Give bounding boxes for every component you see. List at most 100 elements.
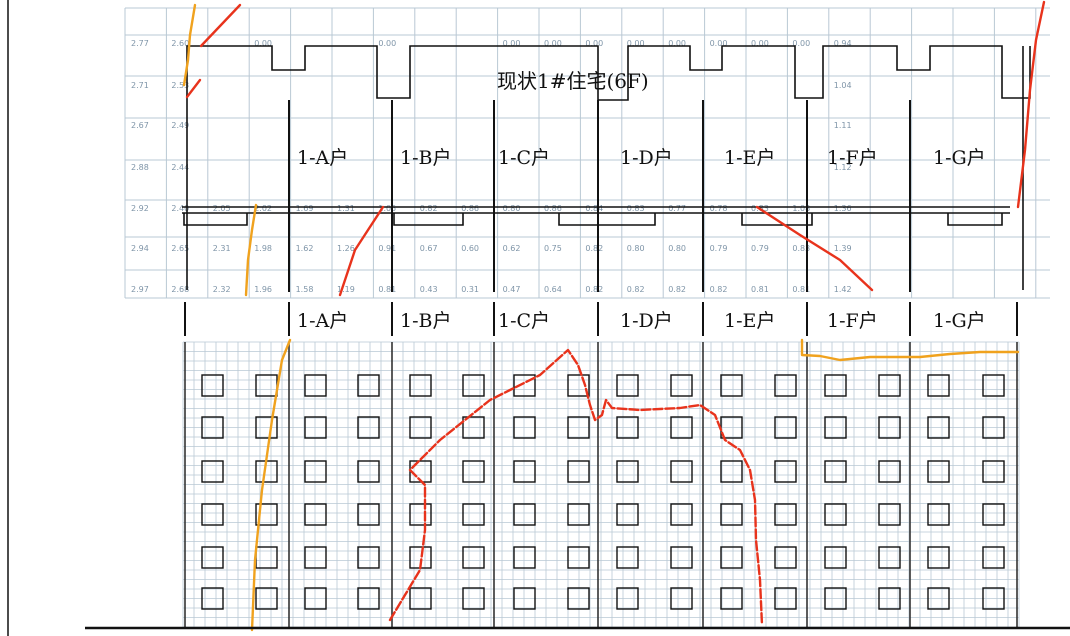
window <box>201 460 224 483</box>
window <box>513 503 536 526</box>
window <box>513 416 536 439</box>
grid-value: 2.02 <box>254 204 272 213</box>
unit-label-top: 1-D户 <box>620 147 673 169</box>
window <box>878 546 901 569</box>
grid-value: 0.94 <box>834 39 852 48</box>
grid-value: 0.83 <box>792 244 810 253</box>
unit-label-bottom: 1-E户 <box>724 310 775 332</box>
grid-value: 0.79 <box>751 244 769 253</box>
grid-value: 0.79 <box>710 244 728 253</box>
window <box>774 546 797 569</box>
window <box>982 503 1005 526</box>
unit-label-bottom: 1-G户 <box>933 310 986 332</box>
grid-value: 0.80 <box>668 244 686 253</box>
grid-value: 1.11 <box>834 121 852 130</box>
window <box>567 546 590 569</box>
window <box>304 546 327 569</box>
window <box>878 374 901 397</box>
unit-label-top: 1-F户 <box>827 147 878 169</box>
orange-contour-facade-right <box>800 338 1020 362</box>
window <box>616 374 639 397</box>
grid-value: 0.67 <box>420 244 438 253</box>
grid-value: 1.42 <box>834 285 852 294</box>
grid-value: 1.96 <box>254 285 272 294</box>
grid-value: 2.40 <box>171 204 189 213</box>
grid-row-label: 2.77 <box>131 39 149 48</box>
window <box>720 587 743 610</box>
window <box>927 546 950 569</box>
window <box>616 546 639 569</box>
grid-value: 0.81 <box>378 285 396 294</box>
window <box>357 587 380 610</box>
window <box>357 460 380 483</box>
grid-value: 2.53 <box>171 81 189 90</box>
grid-value: 1.62 <box>296 244 314 253</box>
window <box>927 587 950 610</box>
window <box>670 416 693 439</box>
grid-value: 0.00 <box>751 39 769 48</box>
window <box>255 503 278 526</box>
grid-row-label: 2.67 <box>131 121 149 130</box>
window <box>824 503 847 526</box>
unit-label-top: 1-C户 <box>498 147 550 169</box>
window <box>201 374 224 397</box>
window <box>462 546 485 569</box>
orange-contour-facade-left <box>250 338 292 632</box>
grid-value: 2.31 <box>213 244 231 253</box>
grid-value: 0.83 <box>627 204 645 213</box>
grid-value: 0.78 <box>710 204 728 213</box>
window <box>513 587 536 610</box>
top-plan-outline <box>182 45 1031 290</box>
facade-windows <box>201 374 1005 610</box>
grid-value: 0.81 <box>751 285 769 294</box>
window <box>982 460 1005 483</box>
grid-row-label: 2.71 <box>131 81 149 90</box>
grid-value: 2.32 <box>213 285 231 294</box>
window <box>670 460 693 483</box>
window <box>720 460 743 483</box>
window <box>567 460 590 483</box>
red-contour-right <box>1016 0 1046 209</box>
window <box>878 416 901 439</box>
window <box>513 546 536 569</box>
red-contour-e-unit <box>755 205 874 292</box>
building-title: 现状1#住宅(6F) <box>497 69 649 93</box>
window <box>720 503 743 526</box>
grid-value: 0.80 <box>627 244 645 253</box>
window <box>462 416 485 439</box>
grid-value: 0.00 <box>792 39 810 48</box>
window <box>567 587 590 610</box>
window <box>670 503 693 526</box>
window <box>409 374 432 397</box>
window <box>255 374 278 397</box>
grid-value: 0.00 <box>254 39 272 48</box>
window <box>927 460 950 483</box>
grid-value: 0.00 <box>585 39 603 48</box>
orange-contour-top-left <box>182 3 197 87</box>
unit-label-top: 1-E户 <box>724 147 775 169</box>
red-contour-b-unit <box>338 205 385 297</box>
grid-value: 1.08 <box>792 204 810 213</box>
grid-value: 0.60 <box>461 244 479 253</box>
window <box>357 374 380 397</box>
window <box>774 374 797 397</box>
window <box>878 587 901 610</box>
grid-value: 0.82 <box>585 244 603 253</box>
window <box>513 374 536 397</box>
window <box>878 503 901 526</box>
grid-value: 0.47 <box>503 285 521 294</box>
grid-value: 1.39 <box>834 244 852 253</box>
grid-value: 0.91 <box>378 244 396 253</box>
window <box>824 416 847 439</box>
window <box>462 374 485 397</box>
unit-label-top: 1-A户 <box>297 147 348 169</box>
window <box>774 587 797 610</box>
grid-row-label: 2.92 <box>131 204 149 213</box>
orange-contour-mid-left <box>244 203 258 297</box>
window <box>774 503 797 526</box>
grid-value: 1.04 <box>834 81 852 90</box>
window <box>774 460 797 483</box>
grid-value: 0.82 <box>627 285 645 294</box>
